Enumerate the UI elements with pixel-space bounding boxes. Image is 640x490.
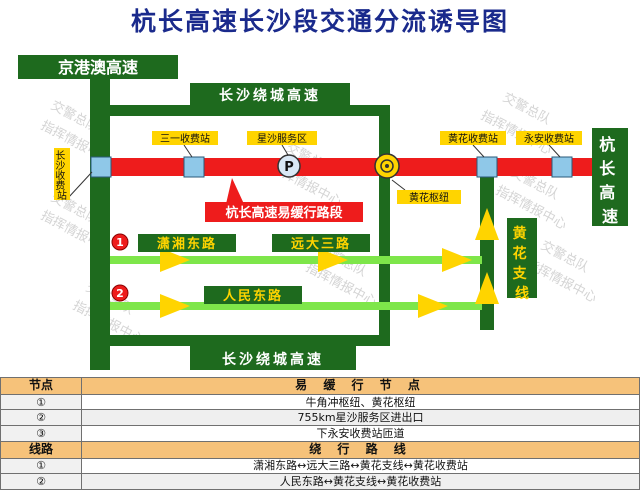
sanyi-toll-callout-line: [183, 144, 193, 158]
sanyi-toll-label: 三一收费站: [160, 132, 210, 145]
huanghua-hub-label-box: [397, 190, 461, 204]
yuanda-third-label: 远大三路: [291, 236, 351, 252]
legend-node-key: ①: [0, 393, 82, 411]
hangchang-slow-section: [96, 158, 592, 176]
route-1-badge: [111, 233, 129, 251]
huanghua-toll-label-box: [440, 131, 506, 145]
xingsha-service-label: 星沙服务区: [257, 132, 307, 145]
ring-road-top-segment: [108, 105, 390, 116]
huanghua-branch-road: [480, 176, 494, 330]
legend-node-value: 下永安收费站匝道: [81, 425, 640, 442]
yuanda-third-label-box: [272, 234, 370, 252]
detour-arrow: [160, 248, 190, 272]
huanghua-toll-marker: [476, 156, 498, 178]
changsha-toll-label-box: [54, 148, 70, 200]
detour-arrow: [442, 248, 472, 272]
changsha-toll-marker: [90, 156, 112, 178]
legend-node-key: ②: [0, 409, 82, 427]
legend-node-value: 755km星沙服务区进出口: [81, 409, 640, 427]
legend-route-key: ②: [0, 473, 82, 490]
hangchang-label-box: [592, 128, 628, 226]
detour-line-2: [110, 302, 482, 310]
table-row: ② 人民东路↔黄花支线↔黄花收费站: [0, 473, 640, 490]
jinggang-ao-road: [90, 79, 110, 370]
detour-arrow-up: [475, 208, 499, 240]
parking-icon-letter: P: [284, 160, 294, 175]
detour-arrow: [160, 294, 190, 318]
changsha-toll-callout-line: [67, 171, 93, 199]
jinggang-ao-label: 京港澳高速: [58, 58, 138, 77]
route-1-number: 1: [116, 236, 124, 249]
slow-section-label: 杭长高速易缓行路段: [225, 205, 342, 221]
legend-nodes-header-value: 易 缓 行 节 点: [81, 377, 640, 395]
table-row: ② 755km星沙服务区进出口: [0, 409, 640, 427]
legend-node-value: 牛角冲枢纽、黄花枢纽: [81, 393, 640, 411]
detour-line-1: [110, 256, 482, 264]
xiangxiang-east-label-box: [138, 234, 236, 252]
page-title: 杭长高速长沙段交通分流诱导图: [0, 0, 640, 44]
sanyi-toll-marker: [183, 156, 205, 178]
ring-road-top-label: 长沙绕城高速: [219, 87, 321, 104]
xingsha-service-label-box: [247, 131, 317, 145]
traffic-map: 交警总队 指挥情报中心 交警总队 指挥情报中心 交警总队 指挥情报中心 交警总队…: [18, 55, 628, 370]
huanghua-hub-label: 黄花枢纽: [409, 191, 449, 204]
legend-table: 节点 易 缓 行 节 点 ① 牛角冲枢纽、黄花枢纽 ② 755km星沙服务区进出…: [0, 377, 640, 490]
sanyi-toll-label-box: [152, 131, 218, 145]
huanghua-branch-label: 黄 花 支 线: [512, 225, 532, 302]
ring-road-bottom-label-box: [190, 346, 356, 370]
slow-section-label-box: [205, 202, 363, 222]
legend-header-row: 线路 绕 行 路 线: [0, 440, 640, 459]
table-row: ① 牛角冲枢纽、黄花枢纽: [0, 393, 640, 411]
yongan-toll-label: 永安收费站: [524, 132, 574, 145]
legend-route-value: 人民东路↔黄花支线↔黄花收费站: [81, 473, 640, 490]
huanghua-toll-label: 黄花收费站: [448, 132, 498, 145]
renmin-east-label-box: [204, 286, 302, 304]
table-row: ③ 下永安收费站匝道: [0, 425, 640, 442]
legend-header-row: 节点 易 缓 行 节 点: [0, 377, 640, 395]
hangchang-label: 杭 长 高 速: [599, 135, 621, 226]
route-2-badge: [111, 284, 129, 302]
hub-target-icon-center: [385, 164, 389, 168]
ring-road-top-label-box: [190, 83, 350, 106]
changsha-toll-label: 长 沙 收 费 站: [55, 150, 68, 202]
huanghua-branch-label-box: [507, 218, 537, 298]
yongan-toll-label-box: [516, 131, 582, 145]
ring-road-right-segment: [379, 105, 390, 345]
detour-arrow-up: [475, 272, 499, 304]
slow-section-callout-pointer: [226, 178, 244, 204]
yongan-toll-callout-line: [548, 144, 561, 158]
xingsha-service-callout-line: [281, 144, 289, 156]
table-row: ① 潇湘东路↔远大三路↔黄花支线↔黄花收费站: [0, 457, 640, 475]
renmin-east-label: 人民东路: [223, 288, 283, 304]
ring-road-bottom-label: 长沙绕城高速: [222, 351, 324, 368]
parking-icon: [277, 154, 301, 178]
ring-road-bottom-segment: [108, 335, 390, 346]
xiangxiang-east-label: 潇湘东路: [157, 236, 217, 252]
detour-arrow: [418, 294, 448, 318]
yongan-toll-marker: [551, 156, 573, 178]
legend-routes-header-value: 绕 行 路 线: [81, 440, 640, 459]
legend-route-value: 潇湘东路↔远大三路↔黄花支线↔黄花收费站: [81, 457, 640, 475]
jinggang-ao-label-box: [18, 55, 178, 79]
legend-routes-header-key: 线路: [0, 440, 82, 459]
legend-route-key: ①: [0, 457, 82, 475]
route-2-number: 2: [116, 287, 124, 300]
legend-node-key: ③: [0, 425, 82, 442]
legend-nodes-header-key: 节点: [0, 377, 82, 395]
huanghua-toll-callout-line: [472, 144, 485, 158]
detour-arrow: [318, 248, 348, 272]
huanghua-hub-callout-line: [391, 179, 406, 191]
